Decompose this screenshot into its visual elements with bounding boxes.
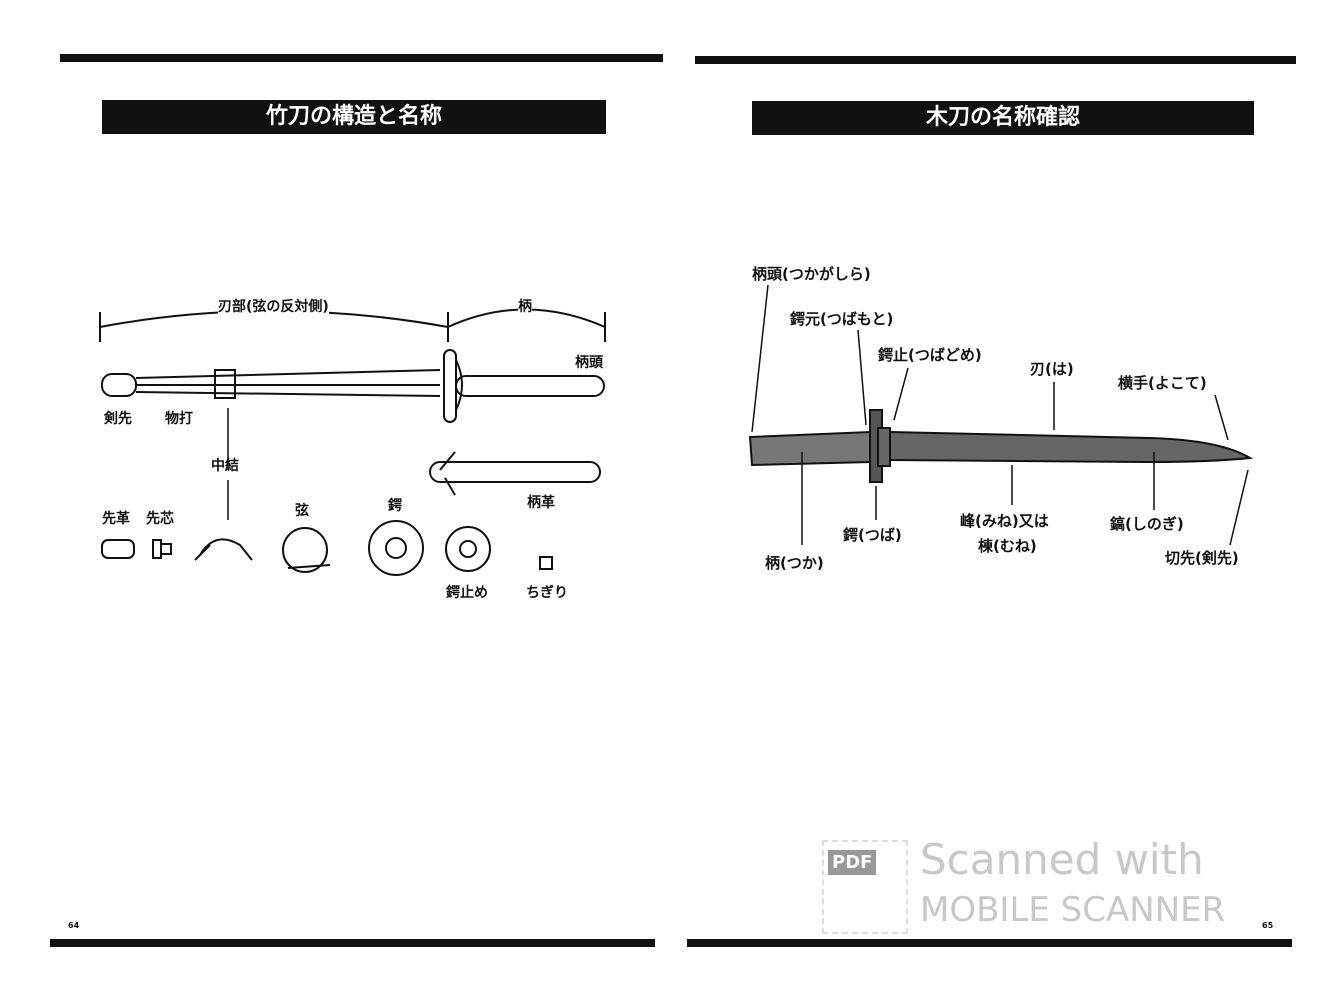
- label-tsukagawa: 柄革: [527, 495, 555, 511]
- top-rule-left: [60, 54, 663, 62]
- watermark-badge: PDF: [828, 850, 877, 875]
- top-rule-right: [695, 56, 1296, 64]
- label-tsukagashira: 柄頭: [575, 355, 603, 371]
- label-nakayui: 中結: [211, 458, 239, 474]
- page-number-right: 65: [1262, 921, 1274, 930]
- label-r-tsuba: 鍔(つば): [843, 526, 902, 544]
- left-page-title: 竹刀の構造と名称: [102, 100, 606, 134]
- label-r-mune: 棟(むね): [978, 537, 1037, 555]
- label-r-kissaki: 切先(剣先): [1165, 549, 1239, 567]
- label-monouchi: 物打: [165, 411, 193, 427]
- label-kensen: 剣先: [104, 411, 132, 427]
- label-chigiri: ちぎり: [526, 585, 568, 601]
- label-tsuru: 弦: [295, 503, 309, 519]
- watermark-line1: Scanned with: [920, 835, 1204, 884]
- bottom-rule-right: [687, 939, 1292, 947]
- label-r-tsuka: 柄(つか): [765, 554, 824, 572]
- label-jinbu: 刃部(弦の反対側): [218, 296, 329, 316]
- page-number-left: 64: [68, 921, 80, 930]
- label-r-tsukagashira: 柄頭(つかがしら): [752, 265, 871, 283]
- label-tsuba: 鍔: [388, 498, 402, 514]
- bottom-rule-left: [50, 939, 655, 947]
- label-r-shinogi: 鎬(しのぎ): [1110, 515, 1184, 533]
- label-tsubadome: 鍔止め: [446, 585, 488, 601]
- label-r-yokote: 横手(よこて): [1118, 374, 1207, 392]
- label-r-tsubamoto: 鍔元(つばもと): [790, 310, 894, 328]
- right-page-title: 木刀の名称確認: [752, 101, 1254, 135]
- shinai-diagram: [99, 308, 606, 576]
- label-sakishin: 先芯: [146, 511, 174, 527]
- watermark: Scanned with MOBILE SCANNER: [920, 835, 1225, 935]
- label-r-ha: 刃(は): [1030, 360, 1074, 378]
- watermark-pdf-icon: PDF: [822, 840, 908, 934]
- label-sakigawa: 先革: [102, 511, 130, 527]
- watermark-line2: MOBILE SCANNER: [920, 890, 1226, 930]
- label-r-mine: 峰(みね)又は: [960, 512, 1049, 530]
- label-r-tsubadome: 鍔止(つばどめ): [878, 346, 982, 364]
- bokken-diagram: [748, 284, 1254, 546]
- label-tsuka: 柄: [518, 296, 532, 316]
